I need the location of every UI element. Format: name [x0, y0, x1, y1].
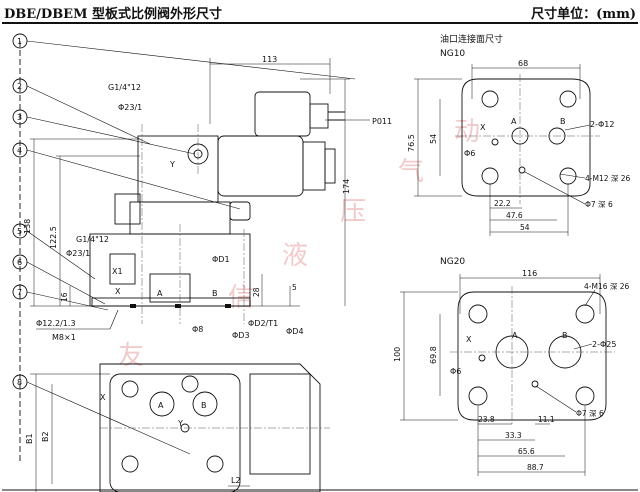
ng10-dim-54-h: 54 [520, 223, 530, 232]
ng20-phi25: 2-Φ25 [592, 340, 616, 349]
dim-b2: B2 [41, 431, 50, 442]
balloon-6-label: 6 [17, 258, 22, 267]
header-rule [2, 22, 638, 24]
ng10-title: NG10 [440, 49, 465, 59]
ng10-dim-76-5: 76.5 [407, 134, 416, 152]
label-y: Y [169, 160, 175, 169]
label-phi12-2: Φ12.2/1.3 [36, 319, 76, 328]
balloon-2-label: 2 [17, 82, 22, 91]
balloon-5-label: 5 [17, 227, 22, 236]
ng10-view: 油口连接面尺寸 NG10 68 X A B Φ6 2-Φ12 4-M12 深 2… [407, 33, 631, 236]
dim-5: 5 [292, 283, 297, 292]
bottom-b: B [201, 401, 207, 410]
ng20-dim-65-6: 65.6 [518, 447, 535, 456]
ng20-dim-116: 116 [522, 269, 537, 278]
dim-l2: L2 [231, 476, 241, 485]
port-b-label: B [212, 289, 218, 298]
main-dimensions: 113 174 138 122.5 16 28 5 [23, 55, 351, 307]
page-title: DBE/DBEM 型板式比例阀外形尺寸 [4, 7, 223, 22]
dim-16: 16 [60, 292, 69, 302]
ng20-x: X [466, 335, 472, 344]
ng10-dim-22-2: 22.2 [494, 199, 511, 208]
label-phi-d4: ΦD4 [286, 327, 304, 336]
dim-113: 113 [262, 55, 277, 64]
ng20-a: A [512, 331, 518, 340]
ng20-phi6: Φ6 [450, 367, 461, 376]
watermark: 友 信 液 压 气 动 [118, 117, 480, 371]
label-g1-4-bot: G1/4"12 [76, 235, 109, 244]
label-phi23-bot: Φ23/1 [66, 249, 90, 258]
label-phi-d1: ΦD1 [212, 255, 230, 264]
ng20-title: NG20 [440, 257, 465, 267]
ng10-x: X [480, 123, 486, 132]
ng10-phi12: 2-Φ12 [590, 120, 614, 129]
ng10-dim-47-6: 47.6 [506, 211, 523, 220]
ng20-phi7: Φ7 深 6 [576, 409, 604, 418]
dim-138: 138 [23, 219, 32, 234]
ng20-dim-23-8: 23.8 [478, 415, 495, 424]
label-x: X [115, 287, 121, 296]
ng10-dim-54-v: 54 [429, 134, 438, 144]
ng20-dim-69-8: 69.8 [429, 346, 438, 364]
ng20-dim-33-3: 33.3 [505, 431, 522, 440]
port-a-label: A [157, 289, 163, 298]
dim-122-5: 122.5 [49, 226, 58, 249]
watermark-char: 气 [398, 157, 424, 187]
ng10-m12: 4-M12 深 26 [585, 174, 631, 183]
ng20-b: B [562, 331, 568, 340]
balloon-1-label: 1 [17, 37, 22, 46]
ng10-dim-68: 68 [518, 59, 528, 68]
technical-drawing: 友 信 液 压 气 动 1 2 3 4 5 6 [2, 33, 638, 492]
ng20-m16: 4-M16 深 26 [584, 282, 630, 291]
watermark-char: 动 [454, 117, 480, 147]
label-phi8: Φ8 [192, 325, 203, 334]
dim-b1: B1 [25, 433, 34, 444]
ng10-b: B [560, 117, 566, 126]
label-phi-d2-t1: ΦD2/T1 [248, 319, 278, 328]
ng20-view: NG20 116 4-M16 深 26 X A B Φ6 2-Φ25 Φ7 深 … [393, 257, 630, 476]
ng20-dim-100: 100 [393, 347, 402, 362]
watermark-char: 压 [340, 197, 366, 227]
watermark-char: 液 [282, 241, 308, 271]
unit-label: 尺寸单位：(mm) [531, 7, 636, 22]
ng20-dim-88-7: 88.7 [527, 463, 544, 472]
valve-body: A B [89, 91, 345, 324]
balloons: 1 2 3 4 5 6 7 8 [12, 33, 356, 464]
ng10-a: A [511, 117, 517, 126]
bottom-y: Y [177, 419, 183, 428]
label-phi23-top: Φ23/1 [118, 103, 142, 112]
watermark-char: 友 [118, 341, 144, 371]
ng10-phi7: Φ7 深 6 [585, 200, 613, 209]
balloon-7-label: 7 [17, 288, 22, 297]
label-p011: P011 [372, 117, 392, 126]
balloon-3-label: 3 [17, 113, 22, 122]
balloon-8-label: 8 [17, 378, 22, 387]
label-m8x1: M8×1 [52, 333, 76, 342]
label-g1-4-top: G1/4"12 [108, 83, 141, 92]
page-header: DBE/DBEM 型板式比例阀外形尺寸 尺寸单位：(mm) [0, 0, 640, 24]
label-x1: X1 [112, 267, 123, 276]
main-labels: G1/4"12 Φ23/1 P011 Y G1/4"12 Φ23/1 X1 X … [36, 83, 392, 342]
dim-174: 174 [342, 179, 351, 194]
ng20-dim-11-1: 11.1 [538, 415, 555, 424]
ng10-phi6: Φ6 [464, 149, 475, 158]
bottom-view: X A B Y B1 B2 L2 [25, 363, 330, 492]
balloon-4-label: 4 [17, 146, 22, 155]
label-phi-d3: ΦD3 [232, 331, 250, 340]
port-section-title: 油口连接面尺寸 [440, 33, 503, 45]
bottom-a: A [158, 401, 164, 410]
dim-28: 28 [252, 287, 261, 297]
main-side-view: 1 2 3 4 5 6 7 8 [12, 33, 392, 464]
bottom-x: X [100, 393, 106, 402]
